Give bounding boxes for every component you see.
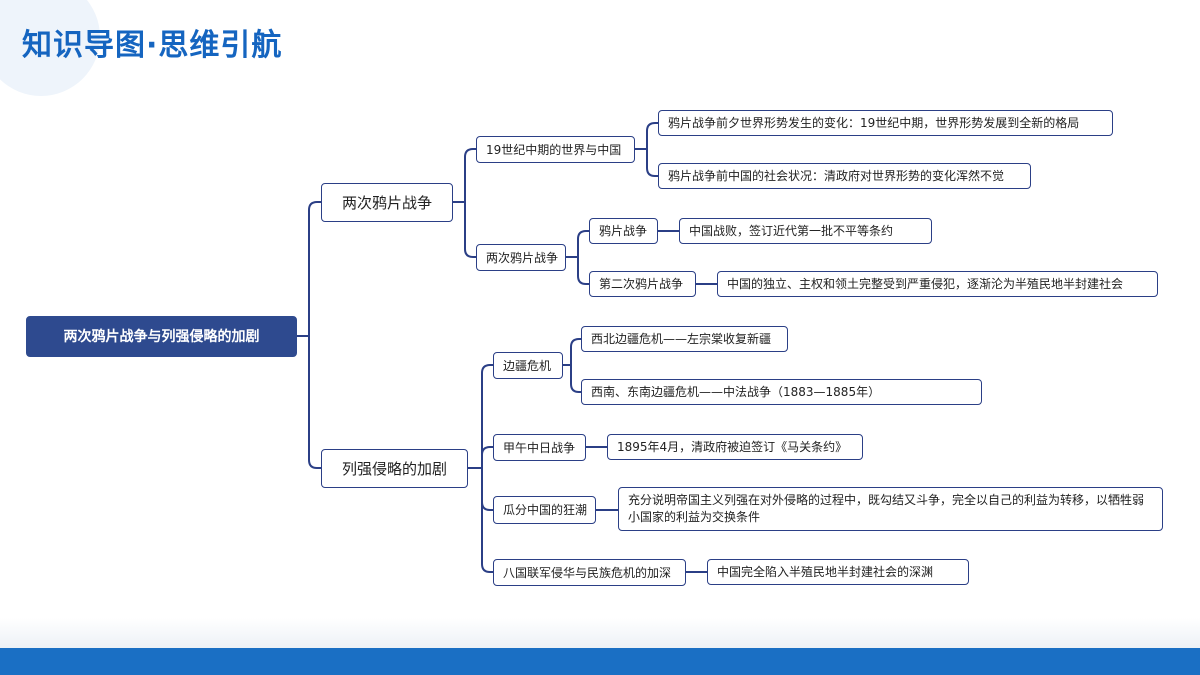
- connector-wars-0: [566, 230, 589, 258]
- connector-frontier-1: [563, 364, 581, 393]
- leaf-first-war-result[interactable]: 中国战败，签订近代第一批不平等条约: [679, 218, 932, 244]
- page-title: 知识导图·思维引航: [22, 28, 283, 63]
- connector-branch2-2: [468, 467, 493, 511]
- node-second-opium-war[interactable]: 第二次鸦片战争: [589, 271, 696, 297]
- connector-branch2-1: [468, 446, 493, 469]
- leaf-world-situation-change[interactable]: 鸦片战争前夕世界形势发生的变化：19世纪中期，世界形势发展到全新的格局: [658, 110, 1113, 136]
- connector-branch2-0: [468, 364, 493, 469]
- connector-wars-1: [566, 256, 589, 285]
- leaf-second-war-result[interactable]: 中国的独立、主权和领土完整受到严重侵犯，逐渐沦为半殖民地半封建社会: [717, 271, 1158, 297]
- node-partition-of-china[interactable]: 瓜分中国的狂潮: [493, 496, 596, 524]
- leaf-partition-explanation[interactable]: 充分说明帝国主义列强在对外侵略的过程中，既勾结又斗争，完全以自己的利益为转移，以…: [618, 487, 1163, 531]
- leaf-semi-colonial-abyss[interactable]: 中国完全陷入半殖民地半封建社会的深渊: [707, 559, 969, 585]
- connector-branch2-3: [468, 467, 493, 573]
- footer-bar: [0, 648, 1200, 675]
- connector-world-1: [635, 148, 658, 177]
- root-node[interactable]: 两次鸦片战争与列强侵略的加剧: [26, 316, 297, 357]
- node-sino-japanese-war[interactable]: 甲午中日战争: [493, 434, 586, 461]
- node-world-and-china[interactable]: 19世纪中期的世界与中国: [476, 136, 635, 163]
- leaf-southwest-southeast-frontier[interactable]: 西南、东南边疆危机——中法战争（1883—1885年）: [581, 379, 982, 405]
- node-eight-nation-alliance[interactable]: 八国联军侵华与民族危机的加深: [493, 559, 686, 586]
- connector-branch1-1: [453, 201, 476, 258]
- connector-branch1-0: [453, 148, 476, 203]
- footer-fade: [0, 618, 1200, 648]
- connector-world-0: [635, 122, 658, 150]
- node-two-opium-wars[interactable]: 两次鸦片战争: [476, 244, 566, 271]
- leaf-china-social-situation[interactable]: 鸦片战争前中国的社会状况：清政府对世界形势的变化浑然不觉: [658, 163, 1031, 189]
- connector-root-1: [297, 335, 321, 469]
- node-first-opium-war[interactable]: 鸦片战争: [589, 218, 658, 244]
- connector-root-0: [297, 201, 321, 337]
- connector-frontier-0: [563, 338, 581, 366]
- branch-two-opium-wars[interactable]: 两次鸦片战争: [321, 183, 453, 222]
- leaf-treaty-of-shimonoseki[interactable]: 1895年4月，清政府被迫签订《马关条约》: [607, 434, 863, 460]
- branch-aggression-intensified[interactable]: 列强侵略的加剧: [321, 449, 468, 488]
- node-frontier-crisis[interactable]: 边疆危机: [493, 352, 563, 379]
- leaf-northwest-frontier[interactable]: 西北边疆危机——左宗棠收复新疆: [581, 326, 788, 352]
